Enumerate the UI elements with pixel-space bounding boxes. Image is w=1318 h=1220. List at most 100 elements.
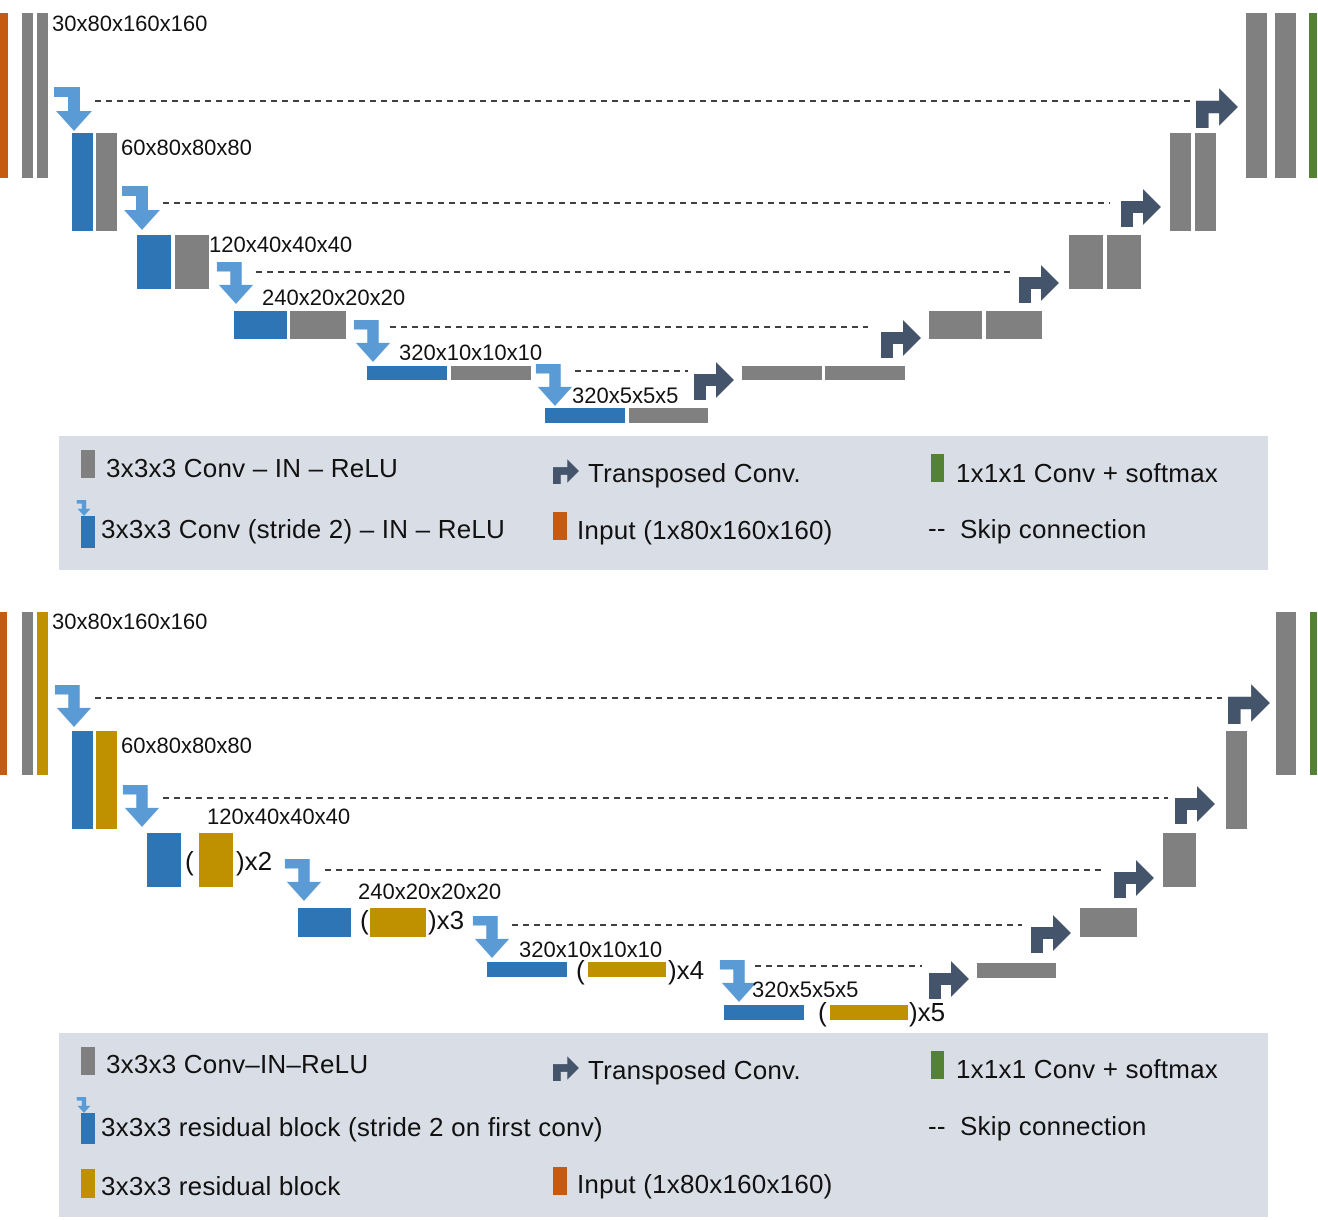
legend-conv-label: 3x3x3 Conv–IN–ReLU (106, 1049, 369, 1079)
legend-transposed-icon (553, 1056, 579, 1081)
conv-block (929, 311, 982, 339)
conv-block (742, 366, 822, 380)
stride-residual-block (147, 833, 181, 887)
conv-block (451, 366, 531, 380)
conv-block (1276, 612, 1296, 775)
residual-block (37, 612, 48, 775)
dim-label-level1: 60x80x80x80 (121, 733, 252, 758)
dim-label-bottleneck: 320x5x5x5 (752, 977, 859, 1002)
downsample-arrow (122, 186, 160, 230)
conv-block (1163, 833, 1196, 887)
stride-residual-block (298, 908, 351, 937)
downsample-arrow (535, 364, 573, 406)
downsample-arrow (216, 262, 254, 304)
legend-stride-arrow-icon (76, 500, 91, 516)
transposed-conv-arrow (1114, 860, 1154, 898)
stride-residual-block (72, 731, 93, 829)
dim-label-bottleneck: 320x5x5x5 (572, 383, 679, 408)
transposed-conv-arrow (1019, 265, 1059, 303)
conv-block (1226, 731, 1247, 829)
conv-block (96, 133, 117, 231)
legend-output-swatch (931, 454, 944, 482)
legend-input-swatch (553, 512, 567, 540)
bottom-network-diagram (0, 612, 1317, 1020)
legend-skip-label: Skip connection (960, 514, 1147, 544)
stride-residual-block (487, 962, 567, 977)
stride-conv-block (367, 366, 447, 380)
stride-conv-block (234, 311, 287, 339)
downsample-arrow (54, 87, 92, 131)
residual-block (588, 962, 666, 977)
repeat-open-paren: ( (185, 846, 194, 876)
legend-stride-swatch (81, 1113, 95, 1144)
transposed-conv-arrow (1175, 786, 1215, 824)
legend-conv-swatch (81, 450, 95, 478)
conv-block (986, 311, 1042, 339)
stride-conv-block (545, 408, 625, 423)
stride-residual-block (724, 1005, 804, 1020)
conv-block (629, 408, 708, 423)
top-legend: 3x3x3 Conv – IN – ReLU Transposed Conv. … (59, 436, 1268, 570)
repeat-open-paren: ( (360, 905, 369, 935)
legend-input-swatch (553, 1167, 567, 1195)
legend-residual-swatch (81, 1169, 95, 1198)
legend-transposed-label: Transposed Conv. (588, 1055, 801, 1085)
downsample-arrow (719, 960, 757, 1002)
legend-input-label: Input (1x80x160x160) (577, 1169, 833, 1199)
legend-stride-arrow-icon (76, 1097, 91, 1113)
repeat-open-paren: ( (576, 955, 585, 985)
dim-label-level2: 120x40x40x40 (207, 804, 351, 829)
legend-skip-label: Skip connection (960, 1111, 1147, 1141)
conv-block (1195, 133, 1216, 231)
conv-block (1080, 908, 1137, 937)
repeat-open-paren: ( (818, 997, 827, 1027)
repeat-count-level4: )x4 (668, 955, 705, 985)
transposed-conv-arrow (881, 320, 921, 358)
conv-block (1107, 235, 1141, 289)
legend-stride-label: 3x3x3 residual block (stride 2 on first … (101, 1112, 603, 1142)
dim-label-level3: 240x20x20x20 (358, 879, 502, 904)
stride-conv-block (137, 235, 171, 289)
conv-block (977, 963, 1056, 978)
repeat-count-bottleneck: )x5 (909, 997, 946, 1027)
downsample-arrow (472, 916, 510, 958)
conv-block (825, 366, 905, 380)
legend-output-label: 1x1x1 Conv + softmax (956, 1054, 1218, 1084)
residual-block (199, 833, 233, 887)
downsample-arrow (122, 785, 160, 827)
conv-block (1246, 13, 1267, 178)
legend-stride-label: 3x3x3 Conv (stride 2) – IN – ReLU (101, 514, 505, 544)
residual-block (96, 731, 117, 829)
transposed-conv-arrow (1031, 915, 1071, 953)
conv-block (290, 311, 346, 339)
dim-label-level1: 60x80x80x80 (121, 135, 252, 160)
conv-block (37, 13, 48, 178)
top-network-diagram (0, 13, 1317, 423)
input-block (0, 13, 8, 178)
conv-block (1069, 235, 1103, 289)
legend-input-label: Input (1x80x160x160) (577, 515, 833, 545)
dim-label-level0: 30x80x160x160 (52, 609, 208, 634)
conv-block (22, 13, 33, 178)
stride-conv-block (72, 133, 93, 231)
output-block (1309, 13, 1317, 178)
legend-stride-swatch (81, 516, 95, 548)
downsample-arrow (284, 859, 322, 901)
conv-block (175, 235, 209, 289)
residual-block (370, 908, 426, 937)
dim-label-level4: 320x10x10x10 (399, 340, 543, 365)
transposed-conv-arrow (694, 362, 734, 400)
legend-residual-label: 3x3x3 residual block (101, 1171, 341, 1201)
dim-label-level3: 240x20x20x20 (262, 285, 406, 310)
dim-label-level2: 120x40x40x40 (209, 232, 353, 257)
transposed-conv-arrow (1121, 189, 1161, 227)
output-block (1310, 612, 1317, 775)
input-block (0, 612, 7, 775)
repeat-count-level3: )x3 (428, 905, 465, 935)
dim-label-level0: 30x80x160x160 (52, 11, 208, 36)
legend-conv-label: 3x3x3 Conv – IN – ReLU (106, 453, 398, 483)
dim-label-level4: 320x10x10x10 (519, 937, 663, 962)
residual-block (830, 1005, 908, 1020)
legend-skip-symbol: -- (928, 513, 946, 543)
legend-output-label: 1x1x1 Conv + softmax (956, 458, 1218, 488)
